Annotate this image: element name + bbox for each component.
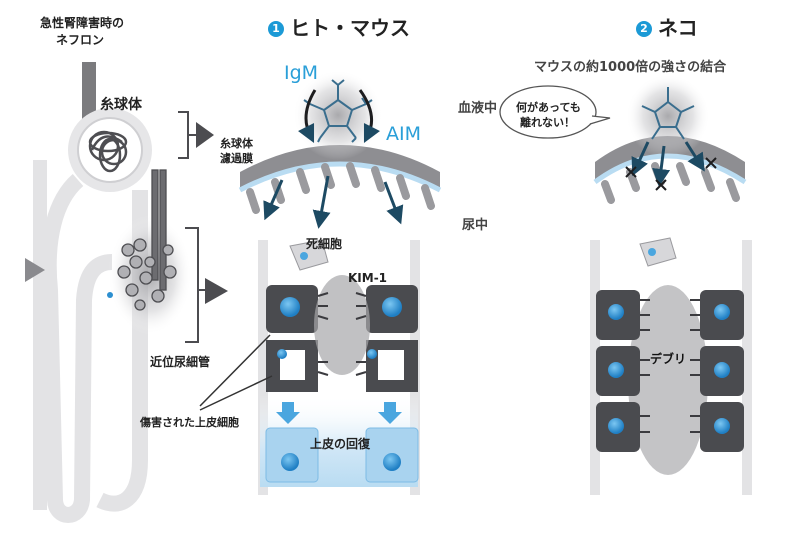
section2-number: 2 — [636, 21, 652, 37]
filtration-label-line2: 濾過膜 — [220, 152, 253, 165]
tubule-wall-left-1 — [258, 240, 268, 495]
debris-cloud-2 — [628, 285, 708, 475]
cat-subtitle: マウスの約1000倍の強さの結合 — [534, 60, 727, 75]
epithelial-cells-2 — [596, 290, 744, 452]
section2-title: ネコ — [658, 16, 698, 40]
igm-pentamer-1 — [303, 79, 373, 143]
tubule-cells — [117, 169, 177, 311]
glomerulus-arrow — [196, 122, 214, 148]
blood-label: 血液中 — [458, 101, 498, 116]
igm-complex-2 — [626, 74, 710, 158]
glomerulus-coil — [88, 130, 128, 173]
glomerulus-label: 糸球体 — [100, 97, 142, 113]
nephron — [25, 62, 228, 523]
kim1-label: KIM-1 — [348, 271, 388, 285]
proximal-tubule-label: 近位尿細管 — [150, 355, 211, 369]
tubule-arrow — [205, 278, 228, 304]
nephron-title-line1: 急性腎障害時の — [40, 16, 125, 30]
urine-label: 尿中 — [462, 218, 489, 233]
section1-title: ヒト・マウス — [290, 16, 410, 40]
dead-cell-label: 死細胞 — [306, 237, 343, 251]
bubble-line1: 何があっても — [516, 101, 581, 114]
recovery-label: 上皮の回復 — [310, 437, 371, 451]
debris-label: デブリ — [650, 352, 687, 366]
igm-label: IgM — [284, 62, 319, 84]
aim-label: AIM — [386, 123, 421, 145]
debris-cloud-1 — [314, 275, 370, 375]
aim-arrows-1 — [263, 175, 404, 229]
speech-bubble — [499, 85, 597, 139]
blocked-arrows — [631, 141, 705, 187]
nephron-title-line2: ネフロン — [56, 33, 105, 47]
damaged-cells-label: 傷害された上皮細胞 — [140, 416, 239, 429]
block-marks — [625, 157, 717, 191]
tubule-bracket — [185, 227, 206, 343]
tubule-wall-right-2 — [742, 240, 752, 495]
kim1-receptors — [317, 292, 367, 376]
igm-pentamer-2 — [641, 87, 695, 140]
section1-header: 1 ヒト・マウス — [268, 12, 410, 41]
tubule-loop — [40, 173, 113, 523]
bubble-line2: 離れない！ — [520, 116, 575, 129]
dead-cell-2 — [639, 237, 677, 267]
receptors-2 — [640, 299, 700, 433]
filtration-label-line1: 糸球体 — [220, 137, 253, 150]
tubule-wall-left-2 — [590, 240, 600, 495]
recovered-cells — [265, 427, 419, 483]
section1-number: 1 — [268, 21, 284, 37]
dead-cell-1 — [289, 239, 329, 271]
epithelial-cells-1 — [266, 285, 418, 392]
glomerulus-bracket — [178, 111, 196, 159]
section2-header: 2 ネコ — [636, 12, 698, 41]
